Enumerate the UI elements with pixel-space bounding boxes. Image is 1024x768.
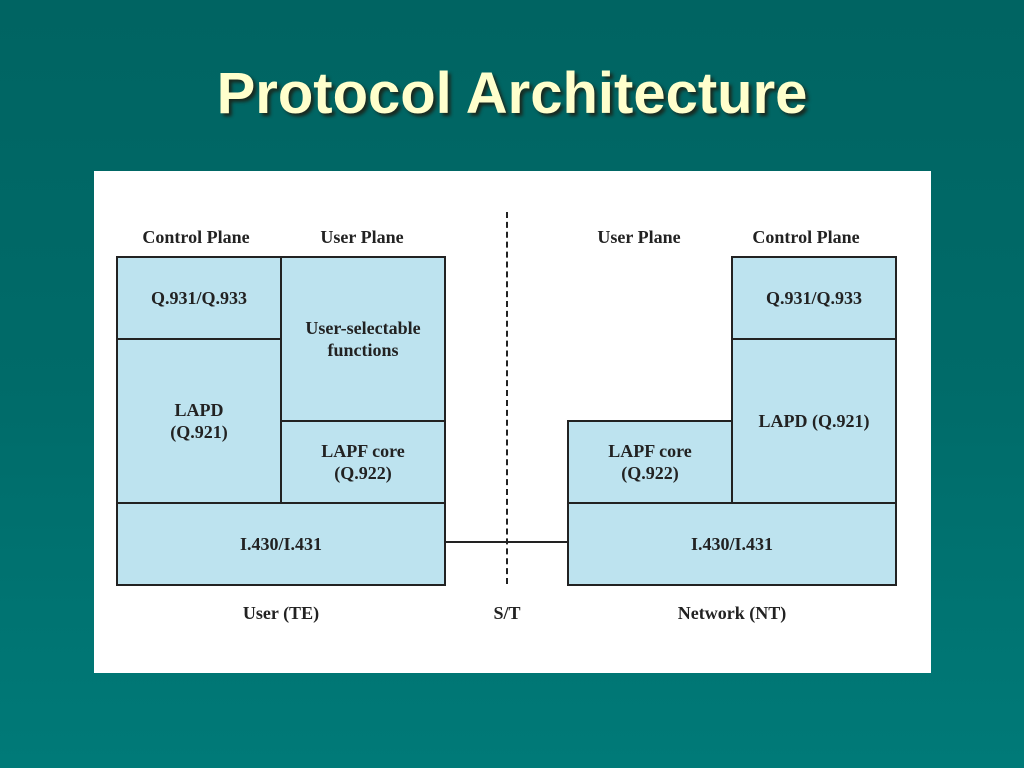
user-control-plane-label: Control Plane [142, 227, 250, 247]
user-lapf-core-box: LAPF core (Q.922) [280, 420, 446, 504]
network-i430-box: I.430/I.431 [567, 502, 897, 586]
network-user-plane-label: User Plane [597, 227, 681, 247]
physical-link-line [444, 541, 567, 543]
user-q931-box: Q.931/Q.933 [116, 256, 282, 340]
network-q931-box: Q.931/Q.933 [731, 256, 897, 340]
user-selectable-functions-box: User-selectable functions [280, 256, 446, 422]
network-lapf-core-box: LAPF core (Q.922) [567, 420, 733, 504]
network-lapd-box: LAPD (Q.921) [731, 338, 897, 504]
user-user-plane-label: User Plane [320, 227, 404, 247]
st-label: S/T [493, 603, 521, 623]
protocol-diagram: Control Plane User Plane User Plane Cont… [94, 171, 931, 673]
slide-title: Protocol Architecture [216, 61, 808, 126]
user-i430-box: I.430/I.431 [116, 502, 446, 586]
network-control-plane-label: Control Plane [752, 227, 860, 247]
reference-point-divider [506, 212, 508, 584]
user-te-label: User (TE) [242, 603, 320, 623]
network-nt-label: Network (NT) [677, 603, 787, 623]
user-lapd-box: LAPD (Q.921) [116, 338, 282, 504]
